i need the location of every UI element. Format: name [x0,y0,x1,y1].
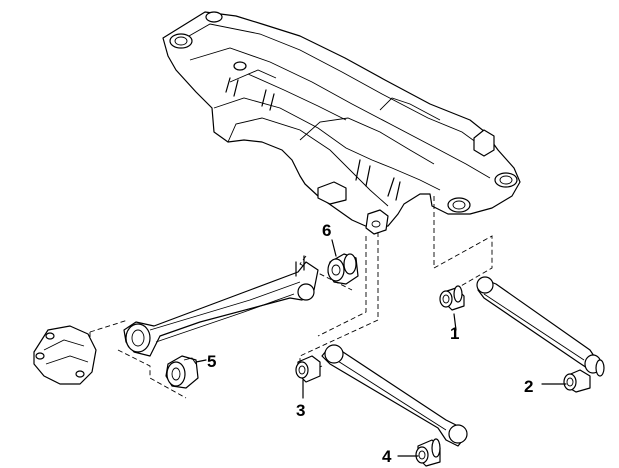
callout-4: 4 [382,447,392,466]
bushing-6 [327,253,359,285]
leader-1 [453,313,457,331]
bushing-4 [415,438,441,467]
callout-6: 6 [322,221,331,240]
bushing-5 [165,355,199,389]
trailing-arm-bracket [33,325,97,385]
callout-3: 3 [296,401,305,420]
bushing-1 [439,285,465,311]
leader-6 [331,239,337,257]
bushing-2 [563,359,605,393]
callout-labels: 1 2 3 4 5 6 [207,221,533,466]
callout-5: 5 [207,352,216,371]
callout-1: 1 [450,324,459,343]
lateral-link-right [476,276,602,374]
lateral-link-left [321,344,468,447]
leader-lines [195,239,567,457]
trailing-arm [123,255,319,357]
bushing-3 [295,355,321,383]
leader-5 [195,359,207,363]
callout-2: 2 [524,377,533,396]
rear-subframe [162,11,521,235]
